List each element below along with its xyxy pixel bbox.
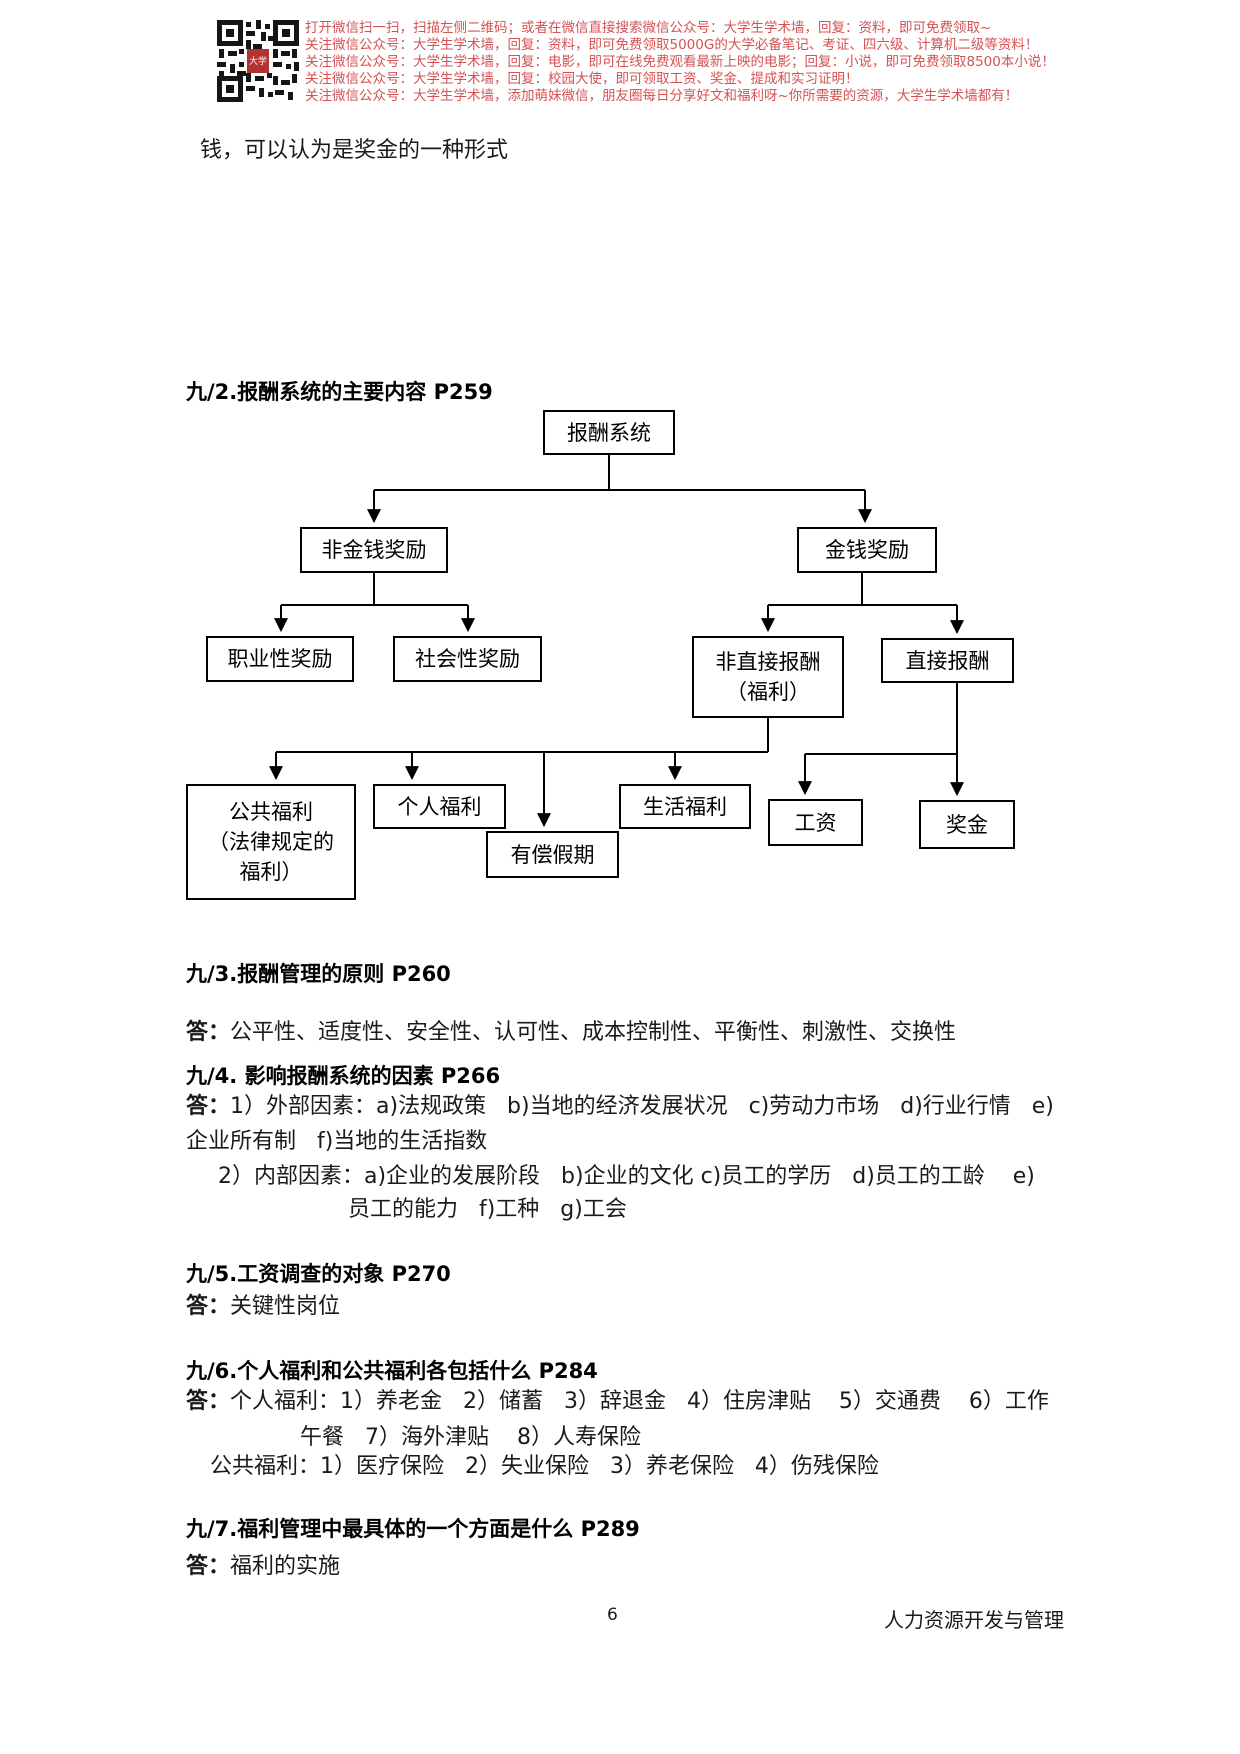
answer-line: 答：关键性岗位 <box>186 1294 340 1320</box>
footer-doc-title: 人力资源开发与管理 <box>884 1608 1064 1632</box>
answer-text: 公平性、适度性、安全性、认可性、成本控制性、平衡性、刺激性、交换性 <box>230 1020 957 1045</box>
qr-code: 大学 <box>215 18 301 104</box>
answer-text: 员工的能力 f)工种 g)工会 <box>348 1197 627 1222</box>
answer-line: 企业所有制 f)当地的生活指数 <box>186 1129 487 1155</box>
answer-text: 2）内部因素：a)企业的发展阶段 b)企业的文化 c)员工的学历 d)员工的工龄… <box>218 1164 1035 1189</box>
answer-line: 公共福利：1）医疗保险 2）失业保险 3）养老保险 4）伤残保险 <box>210 1454 879 1480</box>
answer-line: 答：福利的实施 <box>186 1554 340 1580</box>
answer-line: 答：1）外部因素：a)法规政策 b)当地的经济发展状况 c)劳动力市场 d)行业… <box>186 1094 1054 1120</box>
answer-text: 午餐 7）海外津贴 8）人寿保险 <box>300 1425 641 1450</box>
answer-text: 福利的实施 <box>230 1554 341 1579</box>
flowchart-node-direct-comp: 直接报酬 <box>881 638 1014 683</box>
answer-text: 企业所有制 f)当地的生活指数 <box>186 1129 488 1154</box>
flowchart-node-career-reward: 职业性奖励 <box>206 636 354 682</box>
section-heading-q5: 九/5.工资调查的对象 P270 <box>186 1262 451 1286</box>
answer-prefix: 答： <box>186 1554 231 1579</box>
qr-center-badge <box>247 49 269 73</box>
flowchart-node-comp-system: 报酬系统 <box>543 410 675 455</box>
header-promo-line: 关注微信公众号：大学生学术墙，回复：电影，即可在线免费观看最新上映的电影；回复：… <box>305 54 1055 70</box>
answer-text: 个人福利：1）养老金 2）储蓄 3）辞退金 4）住房津贴 5）交通费 6）工作 <box>230 1389 1049 1414</box>
flowchart-node-living-welfare: 生活福利 <box>619 784 751 829</box>
answer-line: 答：个人福利：1）养老金 2）储蓄 3）辞退金 4）住房津贴 5）交通费 6）工… <box>186 1389 1049 1415</box>
answer-prefix: 答： <box>186 1020 231 1045</box>
flowchart-node-wage: 工资 <box>768 799 863 846</box>
section-heading-q7: 九/7.福利管理中最具体的一个方面是什么 P289 <box>186 1517 640 1541</box>
page-number: 6 <box>607 1605 618 1625</box>
header-promo-line: 打开微信扫一扫，扫描左侧二维码；或者在微信直接搜索微信公众号：大学生学术墙，回复… <box>305 20 992 36</box>
answer-line: 午餐 7）海外津贴 8）人寿保险 <box>300 1425 641 1451</box>
section-heading-q4: 九/4. 影响报酬系统的因素 P266 <box>186 1064 501 1088</box>
answer-text: 公共福利：1）医疗保险 2）失业保险 3）养老保险 4）伤残保险 <box>210 1454 879 1479</box>
header-promo-line: 关注微信公众号：大学生学术墙，回复：资料，即可免费领取5000G的大学必备笔记、… <box>305 37 1039 53</box>
answer-line: 员工的能力 f)工种 g)工会 <box>348 1197 627 1223</box>
flowchart-node-bonus: 奖金 <box>919 800 1015 849</box>
flowchart-node-monetary: 金钱奖励 <box>797 527 937 573</box>
flowchart-node-non-monetary: 非金钱奖励 <box>300 527 448 573</box>
answer-text: 关键性岗位 <box>230 1294 341 1319</box>
flowchart-node-indirect-comp: 非直接报酬 （福利） <box>692 636 844 718</box>
answer-text: 1）外部因素：a)法规政策 b)当地的经济发展状况 c)劳动力市场 d)行业行情… <box>230 1094 1054 1119</box>
answer-prefix: 答： <box>186 1294 231 1319</box>
header-promo-line: 关注微信公众号：大学生学术墙，回复：校园大使，即可领取工资、奖金、提成和实习证明… <box>305 71 859 87</box>
answer-prefix: 答： <box>186 1094 231 1119</box>
answer-prefix: 答： <box>186 1389 231 1414</box>
flowchart-node-personal-welfare: 个人福利 <box>373 784 506 829</box>
section-heading-q2: 九/2.报酬系统的主要内容 P259 <box>186 380 493 404</box>
section-heading-q6: 九/6.个人福利和公共福利各包括什么 P284 <box>186 1359 598 1383</box>
flowchart-node-public-welfare: 公共福利 （法律规定的 福利） <box>186 784 356 900</box>
flowchart-node-social-reward: 社会性奖励 <box>393 636 542 682</box>
qr-center-label: 大学 <box>249 55 267 67</box>
header-promo-line: 关注微信公众号：大学生学术墙，添加萌妹微信，朋友圈每日分享好文和福利呀~你所需要… <box>305 88 1019 104</box>
flowchart-node-paid-leave: 有偿假期 <box>486 831 619 878</box>
answer-line: 答：公平性、适度性、安全性、认可性、成本控制性、平衡性、刺激性、交换性 <box>186 1020 956 1046</box>
answer-line: 2）内部因素：a)企业的发展阶段 b)企业的文化 c)员工的学历 d)员工的工龄… <box>218 1164 1035 1190</box>
intro-line: 钱，可以认为是奖金的一种形式 <box>200 138 509 163</box>
section-heading-q3: 九/3.报酬管理的原则 P260 <box>186 962 451 986</box>
